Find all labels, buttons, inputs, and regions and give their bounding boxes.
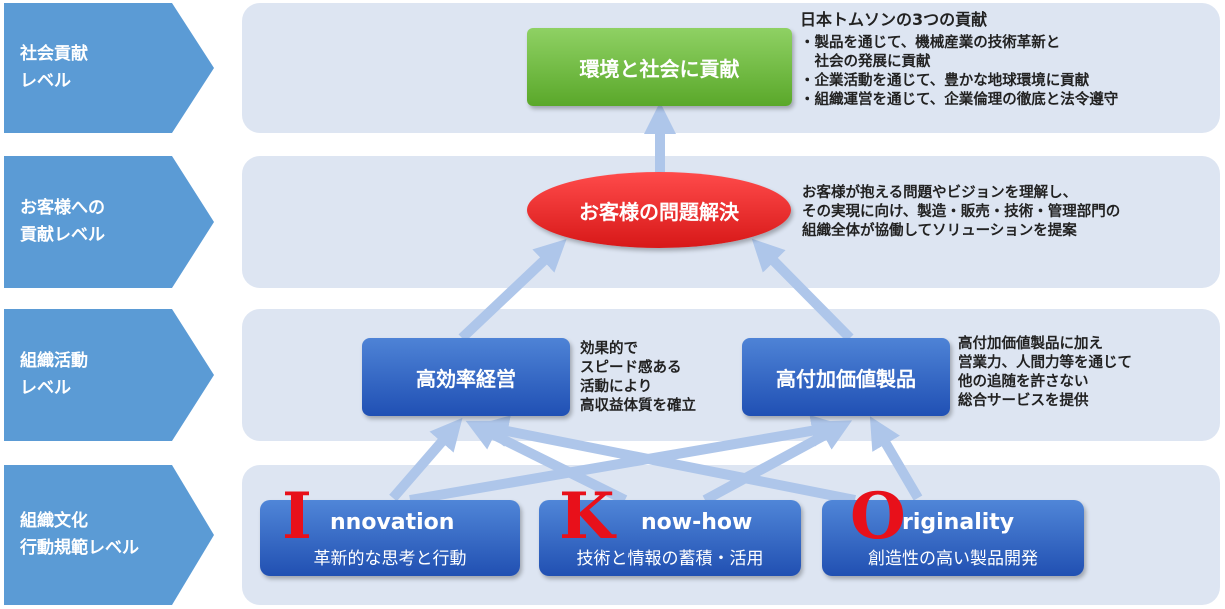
node-high-value-products: 高付加価値製品 (742, 338, 950, 416)
node-efficient-management-label: 高効率経営 (416, 366, 516, 391)
society-desc-title: 日本トムソンの3つの貢献 (800, 10, 988, 29)
node-efficient-management: 高効率経営 (362, 338, 570, 416)
level-society: 社会貢献 レベル (4, 3, 214, 133)
level-chevron-shape (4, 3, 214, 133)
pillar-originality: O riginality 創造性の高い製品開発 (822, 485, 1084, 576)
level-chevron-shape (4, 156, 214, 288)
level-customer: お客様への 貢献レベル (4, 156, 214, 288)
arrow-i-to-right (409, 414, 844, 505)
pillar-knowhow-initial: K (559, 479, 615, 554)
pillar-innovation-sub: 革新的な思考と行動 (313, 549, 467, 569)
pillar-knowhow-sub: 技術と情報の蓄積・活用 (576, 549, 764, 569)
arrow-o-to-right (869, 416, 923, 501)
level-culture-label: 組織文化 行動規範レベル (20, 511, 139, 558)
level-chevron-shape (4, 309, 214, 441)
pillar-innovation-initial: I (282, 479, 312, 554)
level-chevron-shape (4, 465, 214, 605)
arrow-i-to-left (389, 417, 463, 502)
arrow-left-to-customer (458, 239, 567, 342)
pillar-originality-sub: 創造性の高い製品開発 (868, 549, 1038, 569)
arrow-o-to-left (476, 415, 856, 505)
level-culture: 組織文化 行動規範レベル (4, 465, 214, 605)
node-society-contribution-label: 環境と社会に貢献 (579, 56, 740, 81)
level-customer-label: お客様への 貢献レベル (20, 198, 105, 245)
pillar-innovation: I nnovation 革新的な思考と行動 (260, 485, 520, 576)
node-high-value-products-label: 高付加価値製品 (776, 366, 916, 391)
high-value-products-desc: 高付加価値製品に加え 営業力、人間力等を通じて 他の追随を許さない 総合サービス… (958, 336, 1132, 409)
pillar-originality-word: riginality (902, 510, 1015, 535)
society-desc-lines: ・製品を通じて、機械産業の技術革新と 社会の発展に貢献 ・企業活動を通じて、豊か… (800, 35, 1119, 108)
pillar-knowhow: K now-how 技術と情報の蓄積・活用 (539, 485, 801, 576)
node-society-contribution: 環境と社会に貢献 (527, 28, 792, 106)
level-society-label: 社会貢献 レベル (20, 44, 88, 91)
node-customer-solution-label: お客様の問題解決 (579, 199, 739, 224)
pillar-innovation-word: nnovation (330, 510, 455, 535)
node-customer-solution: お客様の問題解決 (527, 172, 791, 248)
arrow-k-to-right (702, 420, 853, 505)
arrow-right-to-customer (751, 238, 854, 342)
level-organization: 組織活動 レベル (4, 309, 214, 441)
level-organization-label: 組織活動 レベル (20, 351, 88, 398)
pillar-originality-initial: O (850, 479, 906, 554)
customer-desc: お客様が抱える問題やビジョンを理解し、 その実現に向け、製造・販売・技術・管理部… (802, 185, 1121, 239)
efficient-management-desc: 効果的で スピード感ある 活動により 高収益体質を確立 (580, 341, 696, 414)
pillar-knowhow-word: now-how (641, 510, 753, 535)
